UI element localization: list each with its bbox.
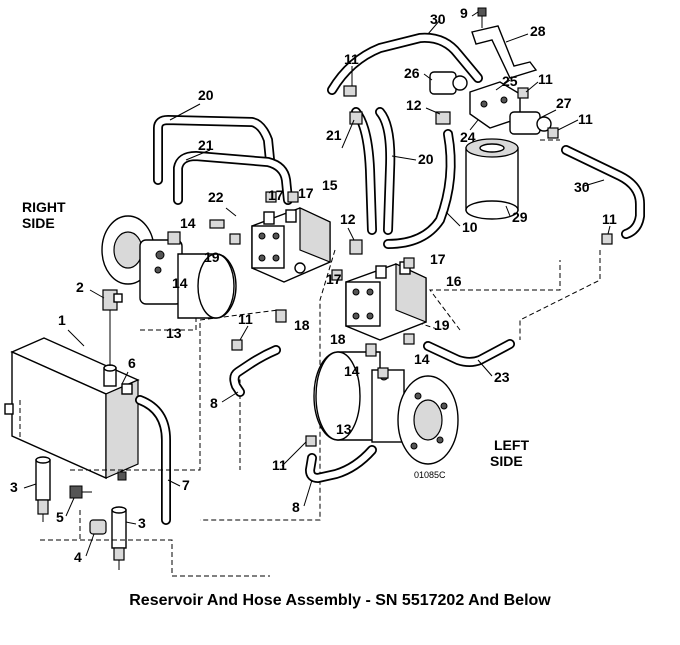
callout-21: 21 [326,127,342,143]
mount-bracket [471,25,538,79]
fitting-26 [429,71,468,95]
callout-6: 6 [128,355,136,371]
callout-29: 29 [512,209,528,225]
callout-12: 12 [340,211,356,227]
callout-18: 18 [330,331,346,347]
bolt-9 [477,7,487,28]
callout-16: 16 [446,273,462,289]
callout-8: 8 [210,395,218,411]
callout-4: 4 [74,549,82,565]
callout-27: 27 [556,95,572,111]
callout-17: 17 [268,187,284,203]
figure-caption: Reservoir And Hose Assembly - SN 5517202… [129,592,551,609]
callout-15: 15 [322,177,338,193]
cap-4 [89,519,107,535]
filter-head [469,81,521,129]
breather-valve [102,289,123,366]
callout-7: 7 [182,477,190,493]
callout-11: 11 [578,111,593,127]
callout-14: 14 [414,351,430,367]
callout-2: 2 [76,279,84,295]
callout-19: 19 [434,317,450,333]
callout-26: 26 [404,65,420,81]
callout-21: 21 [198,137,214,153]
callout-28: 28 [530,23,546,39]
callout-17: 17 [430,251,446,267]
callout-13: 13 [166,325,182,341]
callout-23: 23 [494,369,510,385]
right-side-label-line1: RIGHT [22,199,66,215]
callout-3: 3 [10,479,18,495]
reservoir-tank [4,337,140,481]
callout-11: 11 [272,457,287,473]
callout-1: 1 [58,312,66,328]
callout-11: 11 [344,51,359,67]
callout-14: 14 [172,275,188,291]
callout-10: 10 [462,219,478,235]
callout-14: 14 [344,363,360,379]
callout-19: 19 [204,249,220,265]
callout-12: 12 [406,97,422,113]
callout-25: 25 [502,73,518,89]
callout-30: 30 [430,11,446,27]
callout-20: 20 [198,87,214,103]
callout-labels: 1 2 3 3 4 5 6 7 8 8 9 10 11 11 11 11 11 … [10,5,617,565]
hoses [153,32,645,483]
wheel-motor-right [101,215,237,319]
hydraulic-filter [465,138,519,220]
left-side-label-line2: SIDE [490,453,523,469]
drawing-code: 01085C [414,470,446,480]
callout-13: 13 [336,421,352,437]
callout-24: 24 [460,129,476,145]
callout-11: 11 [238,311,253,327]
callout-20: 20 [418,151,434,167]
drain-hose [135,395,171,525]
callout-17: 17 [298,185,314,201]
left-side-label-line1: LEFT [494,437,529,453]
callout-17: 17 [326,271,342,287]
leader-lines [23,11,611,557]
callout-5: 5 [56,509,64,525]
callout-9: 9 [460,5,468,21]
callout-14: 14 [180,215,196,231]
pump-16 [345,261,427,341]
plug-5 [69,485,92,499]
callout-3: 3 [138,515,146,531]
small-fittings [167,85,613,447]
callout-18: 18 [294,317,310,333]
callout-22: 22 [208,189,224,205]
wheel-motor-left [313,351,459,465]
fitting-3-left [35,456,51,522]
fitting-3-right [111,506,127,570]
callout-8: 8 [292,499,300,515]
fitting-27 [509,111,552,135]
right-side-label-line2: SIDE [22,215,55,231]
callout-11: 11 [602,211,617,227]
pump-15 [251,207,331,283]
callout-11: 11 [538,71,553,87]
callout-30: 30 [574,179,590,195]
